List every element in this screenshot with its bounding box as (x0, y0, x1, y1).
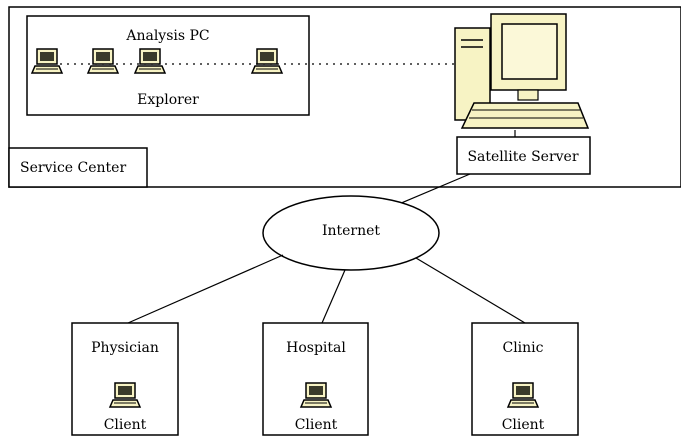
explorer-label: Explorer (137, 92, 199, 108)
internet-clinic-link (415, 257, 526, 324)
site-box-clinic (471, 322, 579, 436)
site-label-clinic: Clinic (502, 340, 543, 356)
laptop-icon (31, 48, 63, 74)
laptop-icon (251, 48, 283, 74)
internet-label: Internet (322, 223, 380, 239)
service-center-frame (8, 6, 681, 188)
satellite-server-box (456, 136, 591, 175)
laptop-icon (507, 382, 539, 408)
site-label-hospital: Hospital (286, 340, 346, 356)
desktop-computer-icon (454, 13, 590, 129)
service-center-label: Service Center (20, 160, 126, 176)
laptop-icon (109, 382, 141, 408)
laptop-icon (87, 48, 119, 74)
laptop-icon (134, 48, 166, 74)
client-label: Client (295, 417, 338, 433)
internet-physician-link (127, 254, 284, 324)
site-box-physician (71, 322, 179, 436)
analysis-pc-title: Analysis PC (125, 28, 209, 44)
service-center-label-box (8, 147, 148, 188)
client-label: Client (104, 417, 147, 433)
internet-cloud (262, 195, 440, 271)
laptop-icon (300, 382, 332, 408)
satellite-server-label: Satellite Server (467, 149, 578, 165)
site-label-physician: Physician (91, 340, 159, 356)
site-box-hospital (262, 322, 369, 436)
internet-hospital-link (321, 269, 346, 324)
client-label: Client (502, 417, 545, 433)
